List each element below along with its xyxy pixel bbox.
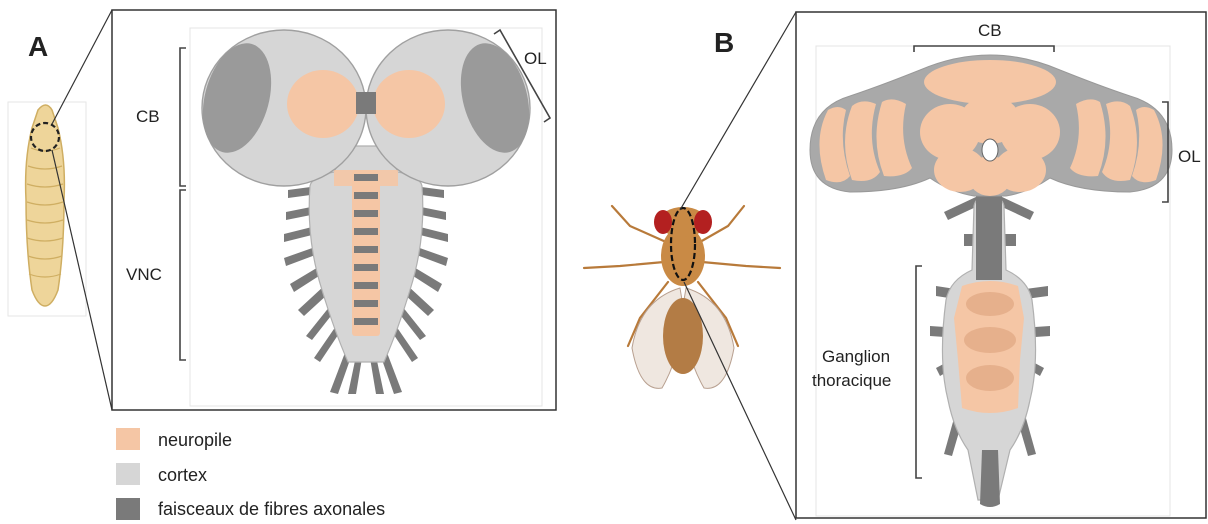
legend-swatch-neuropile bbox=[116, 428, 140, 450]
esophageal-foramen bbox=[982, 139, 998, 161]
vnc-commissures bbox=[354, 174, 378, 325]
right-central-neuropile bbox=[373, 70, 445, 138]
label-ol-a: OL bbox=[524, 49, 547, 68]
legend-swatch-cortex bbox=[116, 463, 140, 485]
label-vnc-a: VNC bbox=[126, 265, 162, 284]
label-ol-b: OL bbox=[1178, 147, 1201, 166]
legend: neuropile cortex faisceaux de fibres axo… bbox=[116, 428, 385, 520]
label-cb-a: CB bbox=[136, 107, 160, 126]
legend-label-cortex: cortex bbox=[158, 465, 207, 485]
zoom-line-b-top bbox=[680, 12, 796, 210]
fly-right-eye bbox=[694, 210, 712, 234]
adult-central-brain-neuropile bbox=[920, 60, 1060, 196]
brain-commissure bbox=[356, 92, 376, 114]
legend-swatch-axons bbox=[116, 498, 140, 520]
left-central-neuropile bbox=[287, 70, 359, 138]
legend-label-neuropile: neuropile bbox=[158, 430, 232, 450]
panel-b-letter: B bbox=[714, 27, 734, 58]
fly-left-eye bbox=[654, 210, 672, 234]
legend-label-axons: faisceaux de fibres axonales bbox=[158, 499, 385, 519]
larva-illustration bbox=[8, 10, 112, 410]
panel-b: B bbox=[584, 12, 1206, 520]
abdominal-nerve-trunk bbox=[980, 450, 1000, 507]
panel-a: A bbox=[8, 10, 556, 410]
cervical-connective bbox=[976, 196, 1002, 280]
panel-a-letter: A bbox=[28, 31, 48, 62]
thoracic-neuromeres bbox=[964, 292, 1016, 391]
label-cb-b: CB bbox=[978, 21, 1002, 40]
adult-fly-illustration bbox=[584, 12, 796, 520]
zoom-line-b-bottom bbox=[684, 282, 796, 520]
label-ganglion-line1: Ganglion bbox=[822, 347, 890, 366]
label-ganglion-line2: thoracique bbox=[812, 371, 891, 390]
